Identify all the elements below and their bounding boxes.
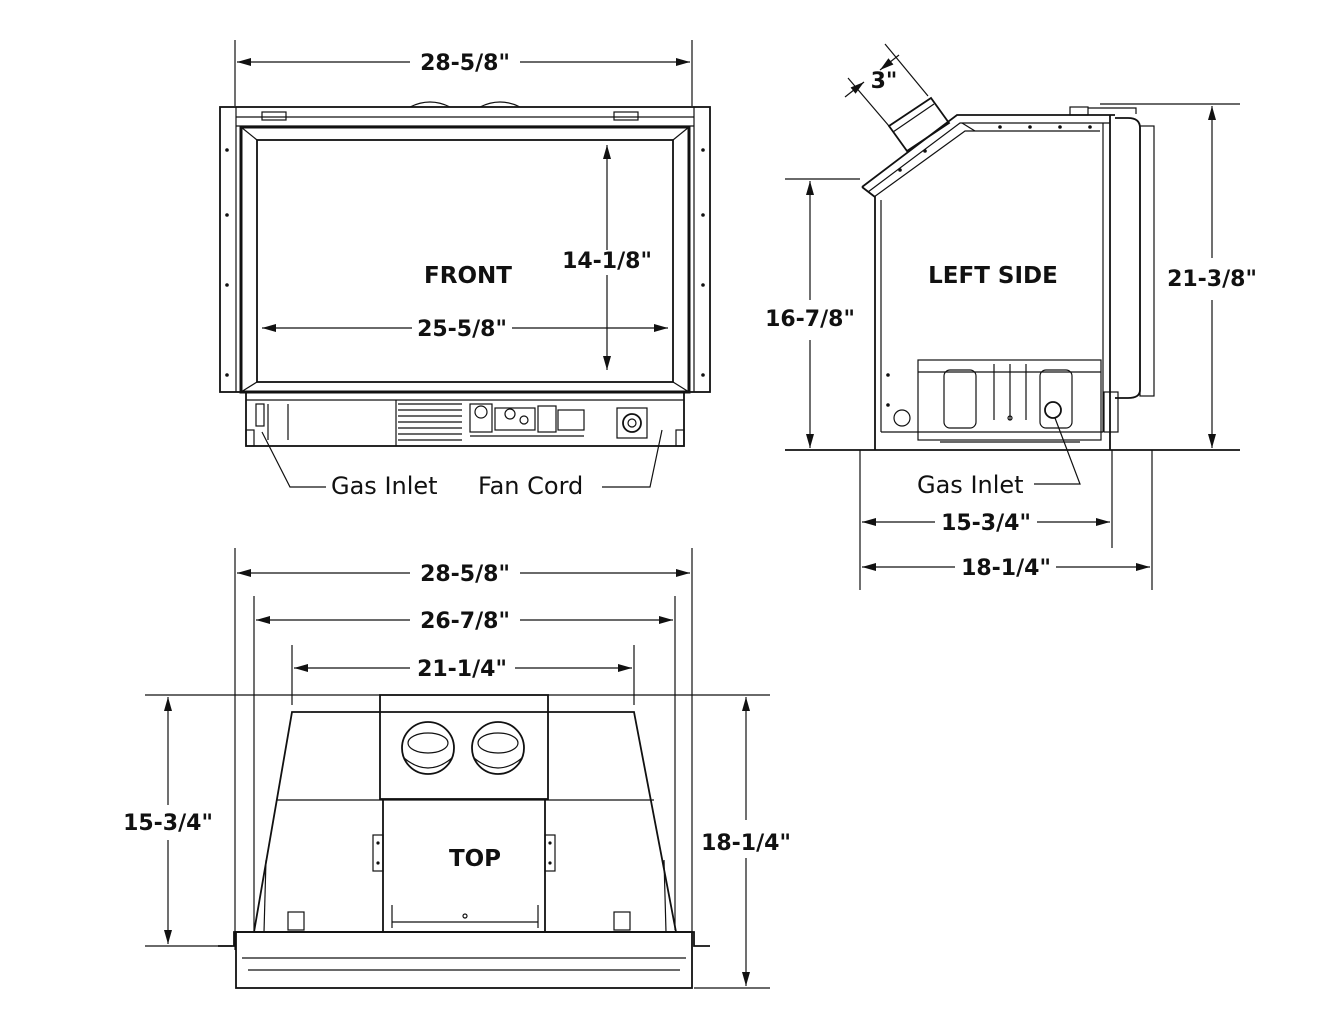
side-gas-inlet-leader [1034, 417, 1081, 485]
side-front-edge [861, 186, 876, 450]
top-width-back-label: 21-1/4" [417, 657, 507, 682]
top-depth-overall-label: 18-1/4" [701, 831, 791, 856]
front-glass-width-dimension: 25-5/8" [262, 317, 668, 342]
top-front-trim [235, 931, 693, 989]
front-view-label: FRONT [424, 263, 512, 289]
top-vent-pipe-left [401, 721, 455, 775]
front-glass-width-label: 25-5/8" [417, 317, 507, 342]
front-fan-cord-callout: Fan Cord [478, 472, 583, 500]
side-overall-height-label: 21-3/8" [1167, 267, 1257, 292]
front-glass [256, 139, 674, 383]
side-depth-inner-label: 15-3/4" [941, 511, 1031, 536]
front-gas-valve [469, 403, 585, 437]
top-width-overall-dimension: 28-5/8" [234, 548, 693, 950]
side-top-holes [898, 125, 1092, 172]
side-control-area [881, 359, 1119, 443]
side-vent-collar [887, 96, 951, 153]
front-gas-inlet-pipe [255, 403, 289, 440]
top-depth-inner-label: 15-3/4" [123, 811, 213, 836]
front-louvers [395, 400, 462, 446]
front-control-compartment [245, 391, 685, 447]
top-depth-overall-dimension: 18-1/4" [694, 697, 791, 989]
top-view-label: TOP [449, 846, 501, 872]
top-view: 28-5/8" 26-7/8" 21-1/4" [123, 548, 791, 989]
left-side-view: 3" [765, 43, 1257, 590]
front-gas-inlet-leader [261, 431, 326, 488]
top-front-flange [218, 931, 710, 947]
side-front-height-dimension: 16-7/8" [765, 178, 860, 448]
front-width-label: 28-5/8" [420, 51, 510, 76]
front-fan-receptacle [616, 407, 648, 439]
front-glass-height-label: 14-1/8" [562, 249, 652, 274]
top-width-mid-label: 26-7/8" [420, 609, 510, 634]
side-view-label: LEFT SIDE [928, 263, 1058, 289]
top-body [252, 711, 678, 933]
top-width-back-dimension: 21-1/4" [291, 645, 635, 705]
top-vent-pipe-right [471, 721, 525, 775]
front-width-dimension: 28-5/8" [234, 40, 693, 106]
side-vent-diameter-label: 3" [871, 69, 898, 94]
side-depth-overall-label: 18-1/4" [961, 556, 1051, 581]
top-vent-box [379, 694, 549, 800]
side-gas-inlet-callout: Gas Inlet [917, 471, 1024, 499]
top-width-mid-dimension: 26-7/8" [253, 596, 676, 930]
side-overall-height-dimension: 21-3/8" [1100, 103, 1257, 448]
front-fan-cord-leader [602, 429, 663, 488]
side-rear-flange [1115, 117, 1141, 399]
front-view: 28-5/8" FRONT [219, 40, 711, 500]
top-depth-inner-dimension: 15-3/4" [123, 697, 232, 947]
side-front-height-label: 16-7/8" [765, 307, 855, 332]
side-top-slope [861, 114, 1115, 188]
front-gas-inlet-callout: Gas Inlet [331, 472, 438, 500]
side-depth-inner-dimension: 15-3/4" [859, 450, 1153, 590]
side-gas-inlet-fitting [1044, 401, 1062, 419]
front-side-holes [225, 148, 705, 377]
front-glass-height-dimension: 14-1/8" [562, 145, 652, 370]
side-vent-diameter-dimension: 3" [844, 43, 929, 127]
top-width-overall-label: 28-5/8" [420, 562, 510, 587]
side-depth-overall-dimension: 18-1/4" [862, 556, 1150, 581]
